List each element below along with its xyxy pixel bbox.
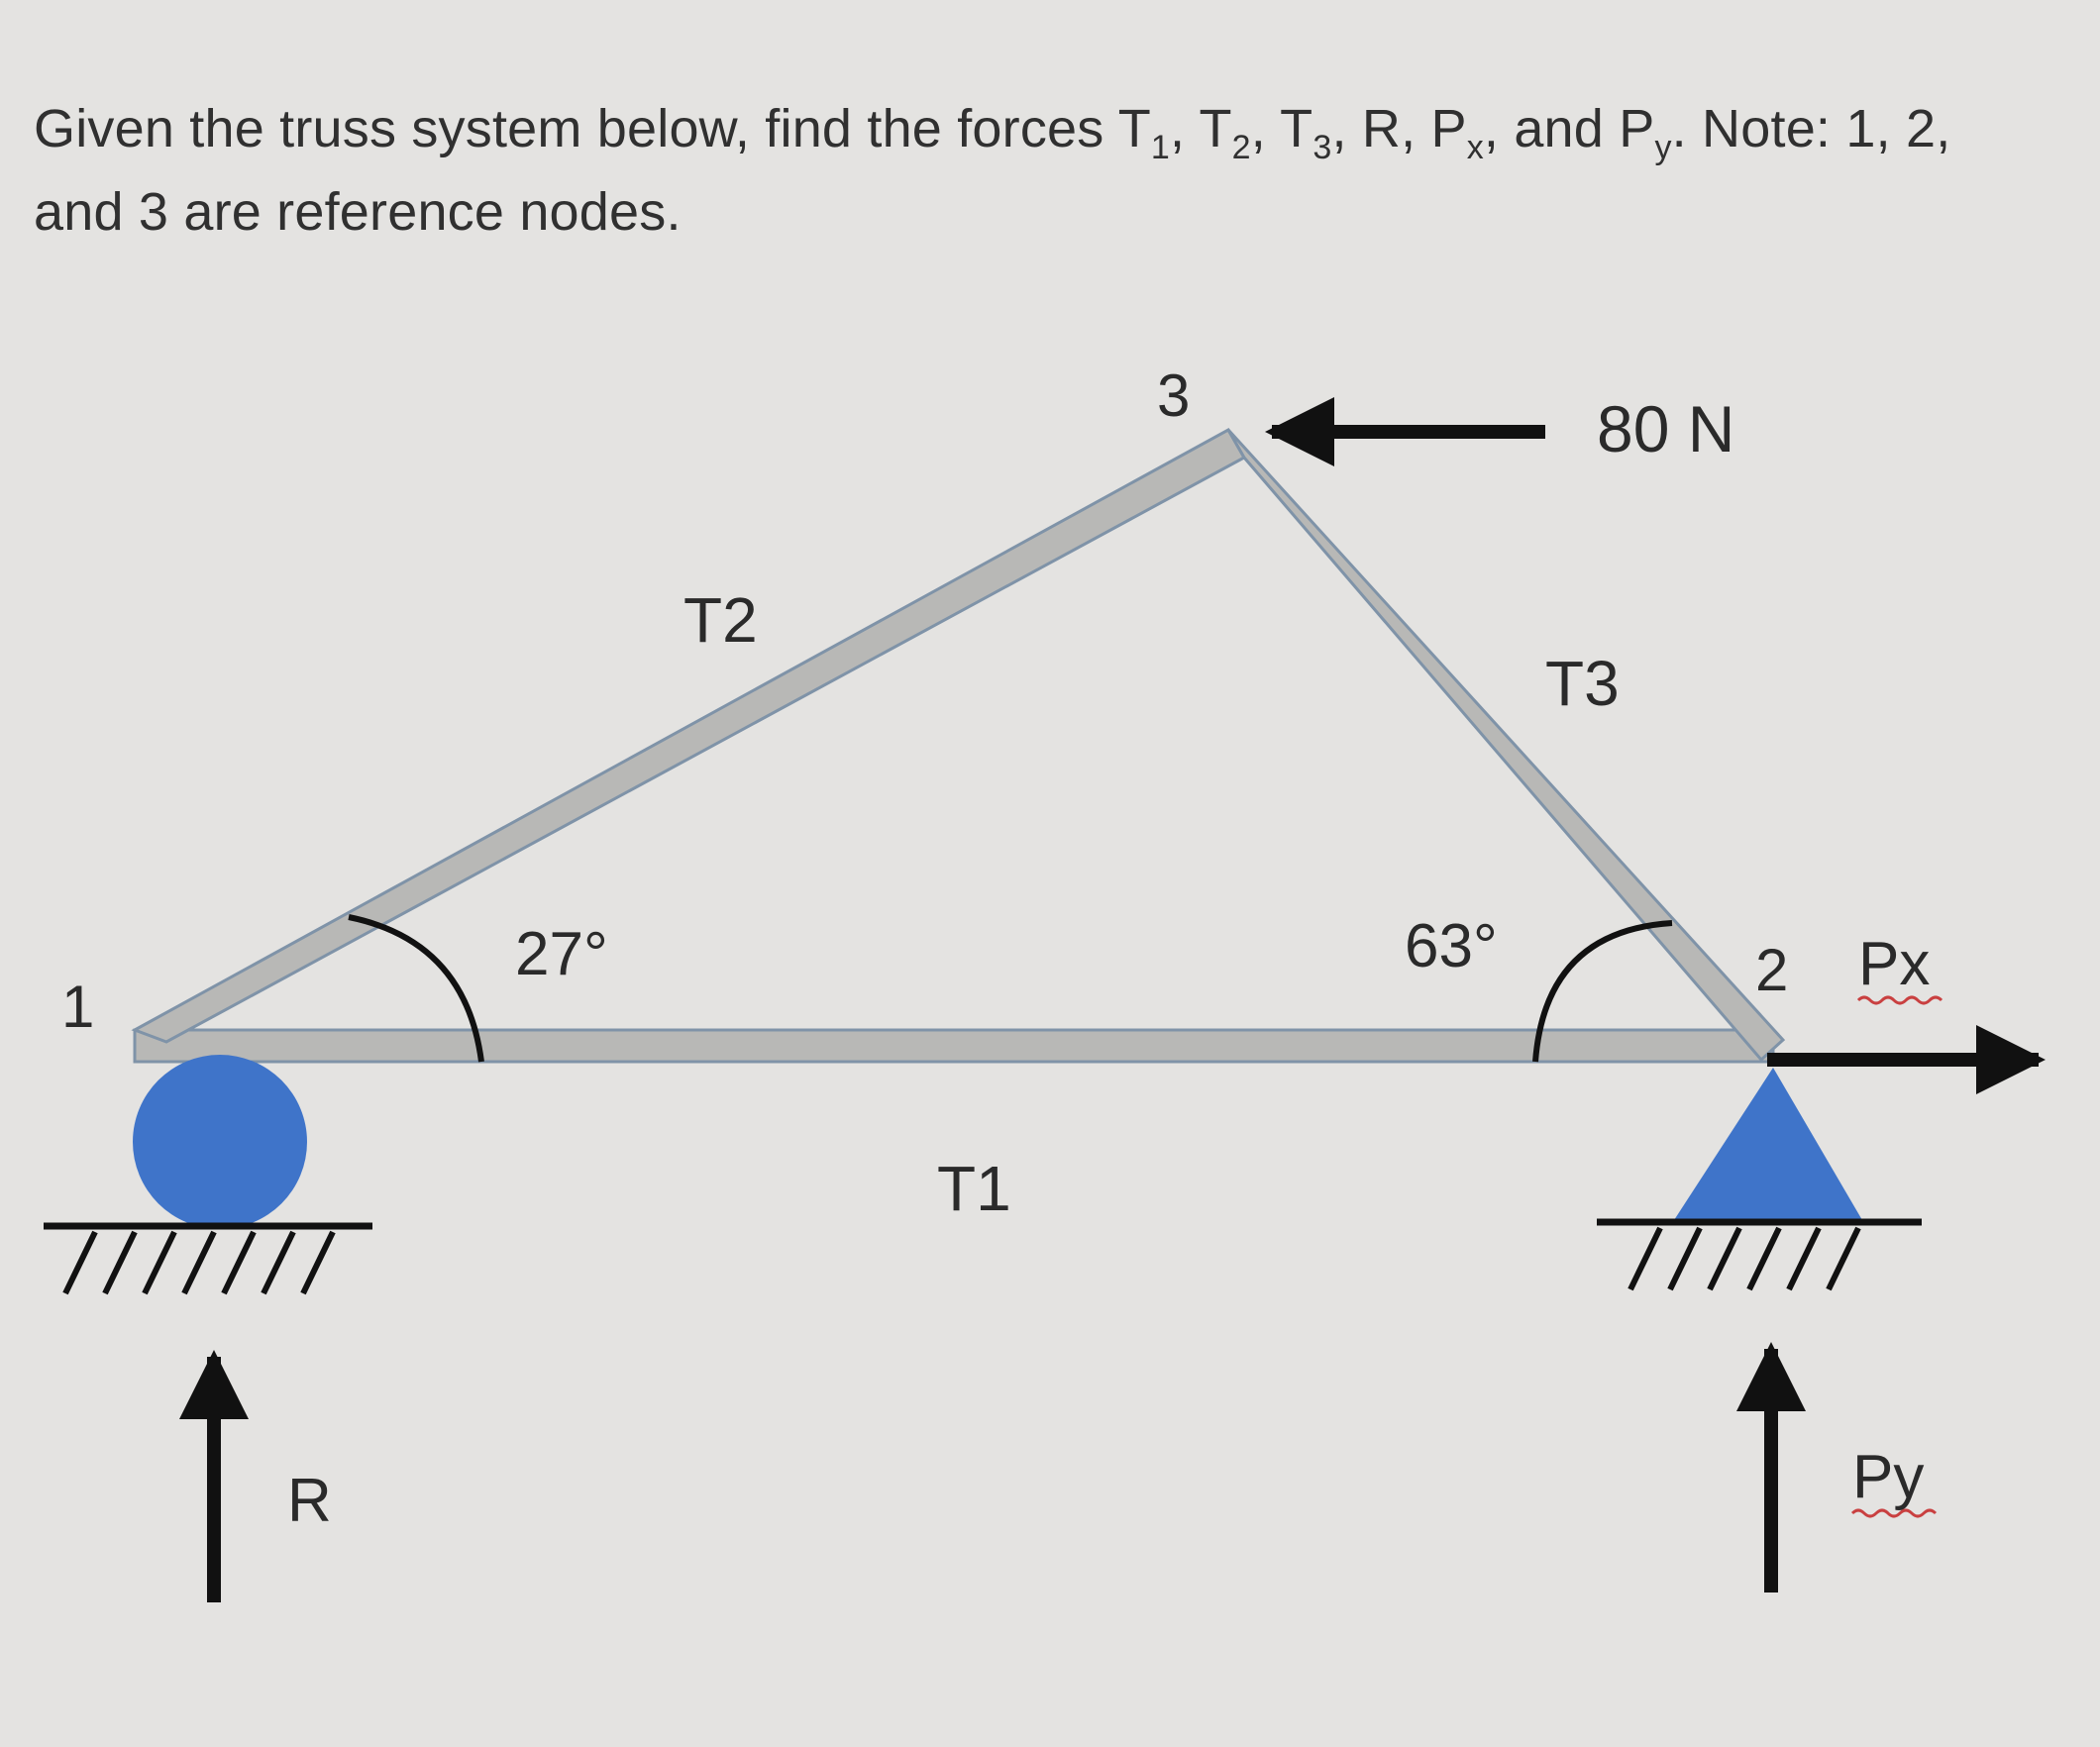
- member-label-t1: T1: [937, 1153, 1011, 1224]
- node-label-3: 3: [1157, 362, 1190, 429]
- member-t1: [133, 1028, 1775, 1064]
- subscript: 1: [1150, 129, 1171, 166]
- member-t3: [1226, 428, 1786, 1063]
- angle-label-right: 63°: [1405, 912, 1498, 980]
- node-label-1: 1: [61, 974, 94, 1040]
- member-label-t3: T3: [1545, 648, 1620, 719]
- angle-label-left: 27°: [515, 920, 608, 988]
- px-underline: [1856, 995, 1943, 1005]
- statement-part: , T: [1170, 99, 1232, 158]
- statement-part: Given the truss system below, find the f…: [34, 99, 1151, 158]
- subscript: y: [1654, 129, 1672, 166]
- ground-hatch-right: [1628, 1226, 1861, 1291]
- angle-arc-left: [348, 914, 484, 1063]
- node-label-2: 2: [1755, 937, 1788, 1003]
- r-label: R: [287, 1467, 332, 1535]
- roller-support: [133, 1055, 307, 1229]
- statement-part: . Note: 1, 2, and 3 are reference nodes.: [34, 99, 1951, 242]
- pin-support: [1674, 1068, 1862, 1220]
- statement-part: , R, P: [1331, 99, 1467, 158]
- py-underline: [1850, 1508, 1938, 1518]
- problem-statement: Given the truss system below, find the f…: [34, 87, 2035, 254]
- member-t2: [131, 427, 1247, 1044]
- subscript: x: [1466, 129, 1484, 166]
- subscript: 2: [1231, 129, 1251, 166]
- applied-load-label: 80 N: [1597, 392, 1734, 465]
- py-label: Py: [1852, 1443, 1924, 1511]
- px-label: Px: [1858, 930, 1930, 998]
- statement-part: , T: [1250, 99, 1313, 158]
- statement-part: , and P: [1483, 99, 1655, 158]
- subscript: 3: [1312, 129, 1332, 166]
- member-label-t2: T2: [683, 584, 758, 656]
- ground-hatch-left: [62, 1230, 336, 1295]
- angle-arc-right: [1532, 920, 1673, 1063]
